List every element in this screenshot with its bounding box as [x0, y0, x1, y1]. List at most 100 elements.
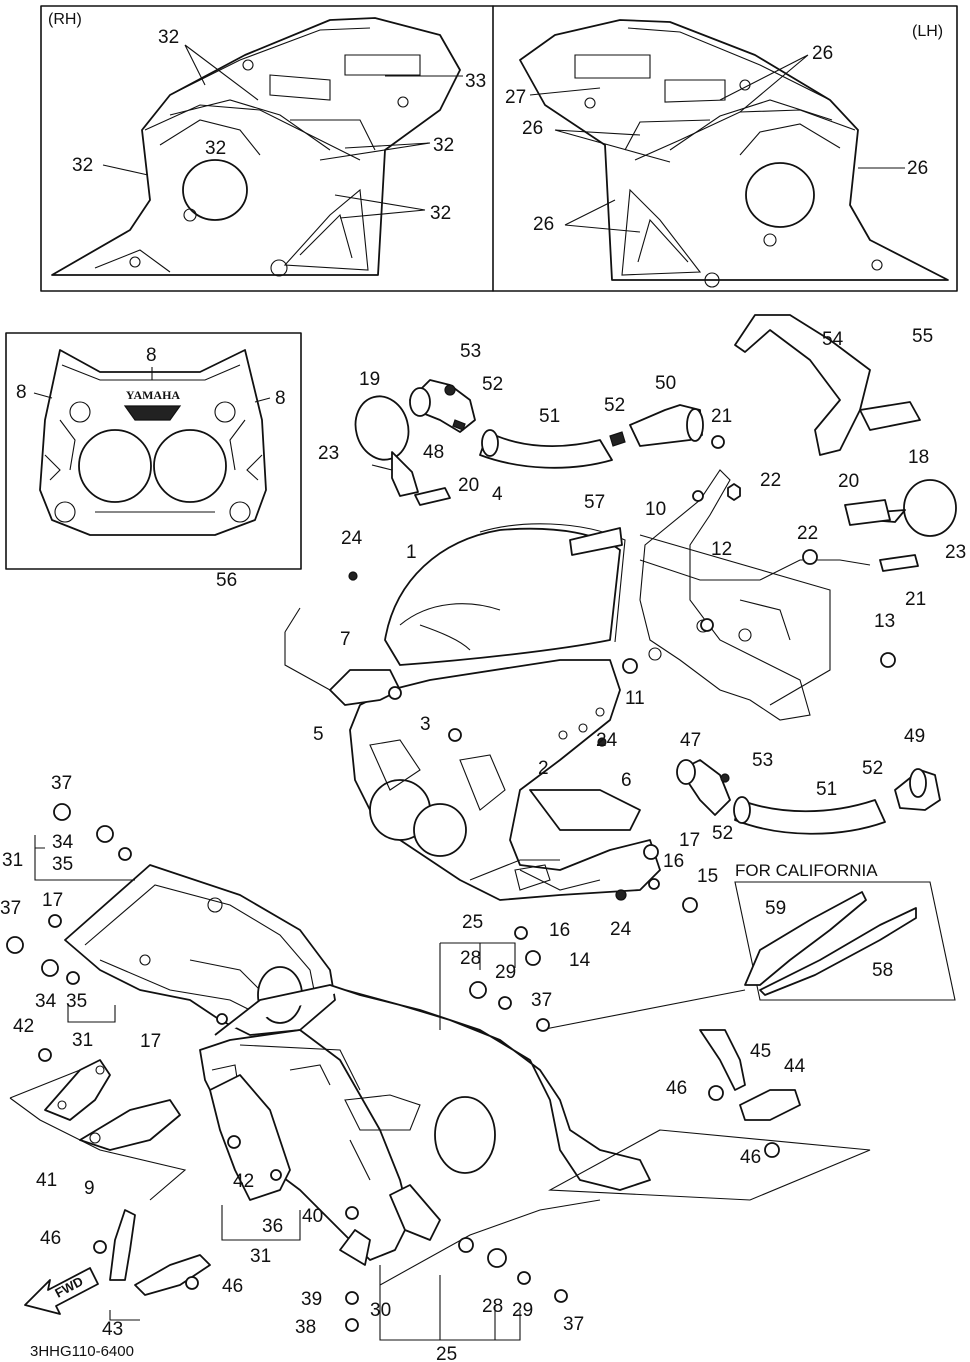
left-lower-brackets [44, 1059, 211, 1296]
callout: 17 [679, 830, 700, 851]
callout: 4 [492, 484, 503, 505]
callout: 26 [812, 43, 833, 64]
california-label: FOR CALIFORNIA [735, 861, 878, 880]
callout: 56 [216, 570, 237, 591]
callout: 37 [563, 1314, 584, 1335]
callout: 33 [465, 71, 486, 92]
callout: 58 [872, 960, 893, 981]
callout: 32 [158, 27, 179, 48]
yamaha-logo: YAMAHA [126, 388, 181, 402]
air-duct-left [676, 759, 941, 835]
callout: 8 [146, 345, 157, 366]
callout: 32 [430, 203, 451, 224]
callout: 35 [52, 854, 73, 875]
callout: 11 [625, 688, 645, 709]
callout: 24 [610, 919, 632, 940]
upper-stay-bracket [639, 314, 921, 721]
callout: 42 [233, 1171, 254, 1192]
callout: 53 [460, 341, 481, 362]
left-side-cowling [64, 864, 336, 1036]
callout: 54 [822, 329, 844, 350]
callout: 46 [740, 1147, 761, 1168]
rh-side-cowling [51, 17, 461, 277]
callout: 7 [340, 629, 351, 650]
callout: 3 [420, 714, 431, 735]
callout: 42 [13, 1016, 34, 1037]
callout: 32 [205, 138, 226, 159]
callout: 43 [102, 1319, 123, 1340]
callout: 14 [569, 950, 591, 971]
callout: 59 [765, 898, 786, 919]
callout: 29 [495, 962, 516, 983]
callout: 17 [140, 1031, 161, 1052]
callout: 52 [482, 374, 503, 395]
callout: 26 [907, 158, 928, 179]
callout: 41 [36, 1170, 57, 1191]
upper-fairing [349, 659, 661, 901]
fasteners [6, 384, 896, 1332]
lower-bracket-30 [339, 1184, 601, 1286]
callout: 46 [222, 1276, 243, 1297]
callout: 18 [908, 447, 929, 468]
callout: 10 [645, 499, 666, 520]
california-inset: FOR CALIFORNIA [539, 861, 956, 1031]
left-mirror [844, 479, 957, 572]
callout: 22 [760, 470, 781, 491]
callout: 32 [72, 155, 93, 176]
callout: 20 [838, 471, 859, 492]
callout: 46 [40, 1228, 61, 1249]
callout: 31 [2, 850, 23, 871]
callout: 37 [0, 898, 21, 919]
callout: 45 [750, 1041, 771, 1062]
callout: 6 [621, 770, 632, 791]
callout: 29 [512, 1300, 533, 1321]
callout: 17 [42, 890, 63, 911]
callout: 52 [862, 758, 883, 779]
callout: 55 [912, 326, 933, 347]
diagram-code: 3HHG110-6400 [30, 1343, 134, 1360]
callout: 2 [538, 758, 549, 779]
callout: 57 [584, 492, 605, 513]
callout: 21 [711, 406, 732, 427]
callout: 35 [66, 991, 87, 1012]
callout: 40 [302, 1206, 323, 1227]
callout: 9 [84, 1178, 95, 1199]
front-decal-inset: YAMAHA [5, 332, 302, 570]
callout: 44 [784, 1056, 806, 1077]
callout: 39 [301, 1289, 322, 1310]
callout: 16 [549, 920, 570, 941]
callout: 15 [697, 866, 718, 887]
callout: 12 [711, 539, 732, 560]
callout: 49 [904, 726, 925, 747]
callout: 37 [531, 990, 552, 1011]
callout: 30 [370, 1300, 391, 1321]
callout: 8 [275, 388, 286, 409]
callout: 13 [874, 611, 895, 632]
callout: 51 [816, 779, 837, 800]
callout: 24 [596, 730, 618, 751]
callout: 25 [436, 1344, 457, 1362]
callout: 28 [482, 1296, 503, 1317]
callout: 23 [318, 443, 339, 464]
callout: 28 [460, 948, 481, 969]
lh-side-cowling [519, 19, 949, 288]
inner-panel-36 [209, 1074, 291, 1201]
callout: 53 [752, 750, 773, 771]
callout: 36 [262, 1216, 283, 1237]
callout: 31 [250, 1246, 271, 1267]
callout: 27 [505, 87, 526, 108]
callout: 31 [72, 1030, 93, 1051]
rh-label: (RH) [48, 11, 82, 28]
lh-label: (LH) [912, 23, 943, 40]
callout: 19 [359, 369, 380, 390]
side-decal-inset: (RH) (LH) [40, 5, 958, 292]
callout: 24 [341, 528, 363, 549]
callout: 25 [462, 912, 483, 933]
callout: 16 [663, 851, 684, 872]
callout: 52 [712, 823, 733, 844]
callout: 52 [604, 395, 625, 416]
callout: 37 [51, 773, 72, 794]
callout: 5 [313, 724, 324, 745]
